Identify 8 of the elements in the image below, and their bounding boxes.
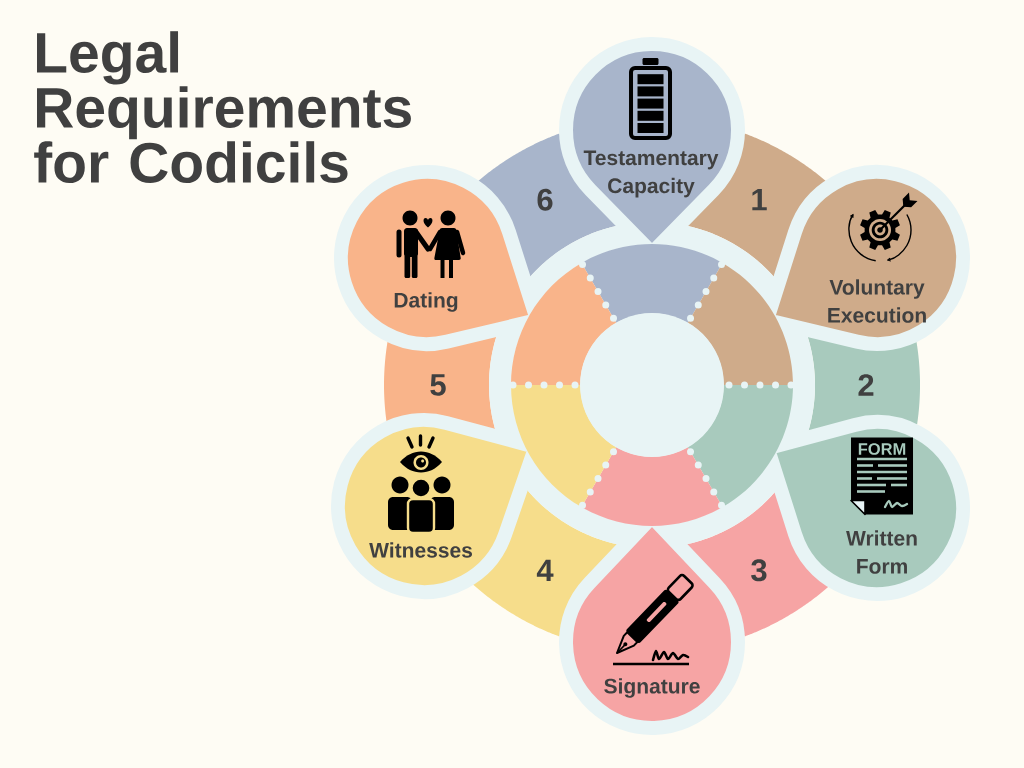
node-label: 6 xyxy=(537,188,553,211)
ring-segment: 5 xyxy=(384,335,497,430)
node-label: 1 xyxy=(752,189,767,211)
ring-segment: 3 xyxy=(686,491,829,637)
node-label: 3 xyxy=(751,559,767,582)
hub-circle xyxy=(580,313,724,457)
title: Legal Requirements for Codicils xyxy=(34,31,411,184)
ring-segment: 2 xyxy=(807,335,920,431)
